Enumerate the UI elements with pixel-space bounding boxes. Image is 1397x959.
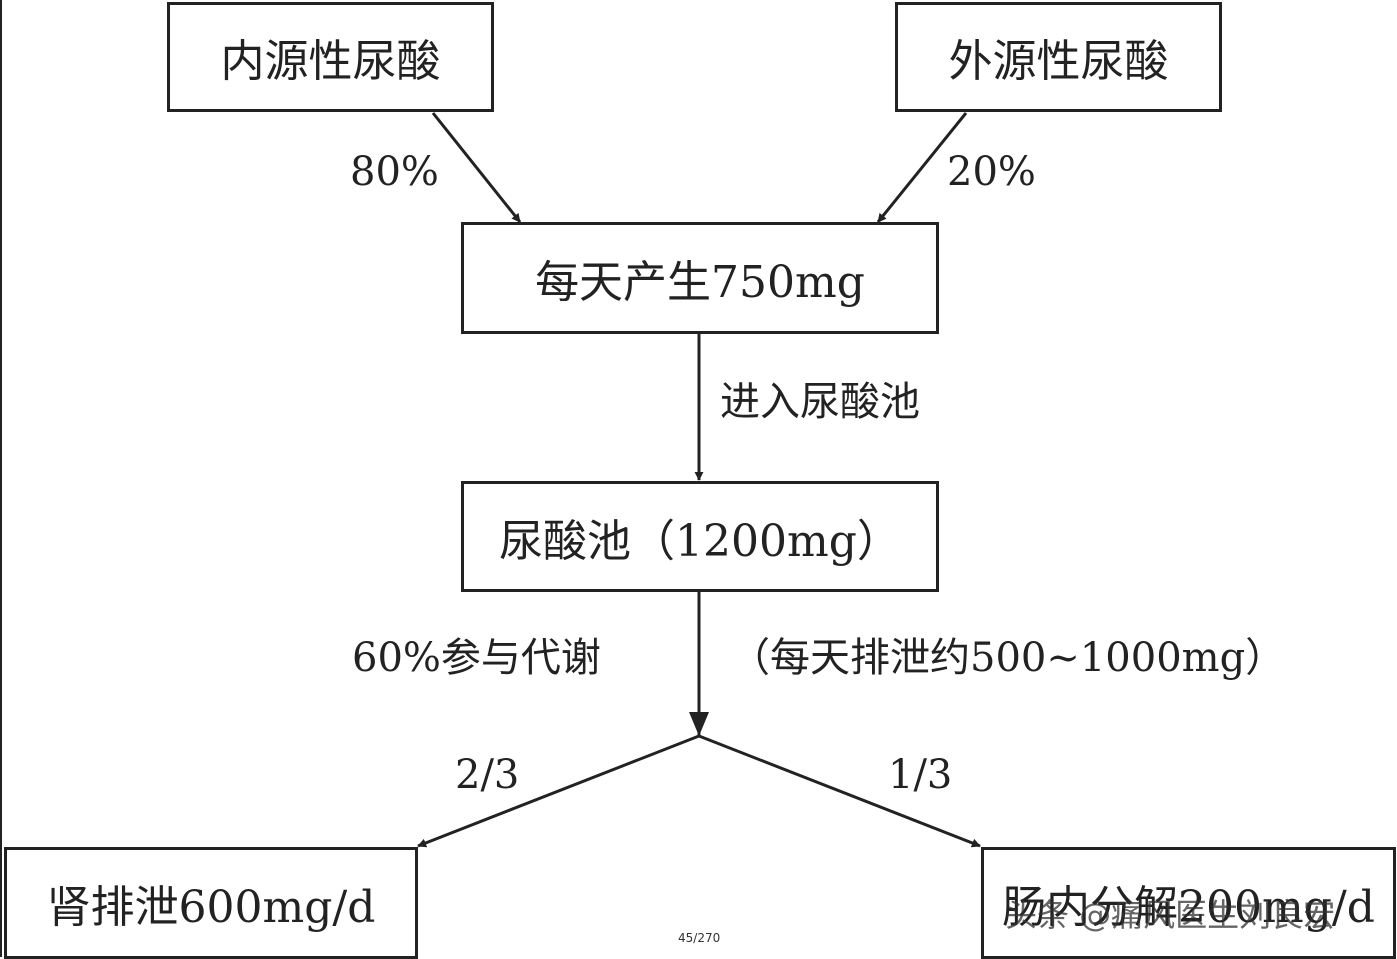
node-endogenous-uric-acid: 内源性尿酸 (167, 2, 494, 112)
label-intestine-fraction: 1/3 (888, 752, 953, 798)
node-daily-production: 每天产生750mg (461, 222, 939, 334)
page-number: 45/270 (678, 931, 721, 945)
arrow-exogenous-to-production (876, 112, 968, 223)
arrow-split-to-kidney (417, 734, 700, 848)
node-endogenous-label: 内源性尿酸 (220, 36, 441, 87)
arrow-split-to-intestine (698, 734, 981, 848)
watermark: 头条 @痛风医生刘良宏 (1005, 896, 1336, 934)
arrowhead-pool-to-split (689, 712, 709, 736)
label-daily-excretion: （每天排泄约500~1000mg） (730, 635, 1286, 681)
node-exogenous-label: 外源性尿酸 (948, 36, 1169, 87)
label-metabolism: 60%参与代谢 (352, 635, 601, 681)
left-border-line (0, 0, 2, 957)
label-exogenous-share: 20% (947, 149, 1036, 195)
node-exogenous-uric-acid: 外源性尿酸 (895, 2, 1222, 112)
label-endogenous-share: 80% (350, 149, 439, 195)
node-kidney-excretion: 肾排泄600mg/d (4, 847, 418, 959)
node-intestine-label: 肠内分解200mg/d (1002, 882, 1375, 933)
node-pool-label: 尿酸池（1200mg） (499, 515, 901, 567)
node-daily-production-label: 每天产生750mg (535, 257, 865, 308)
label-kidney-fraction: 2/3 (455, 752, 520, 798)
arrow-endogenous-to-production (431, 112, 522, 223)
label-enter-pool: 进入尿酸池 (720, 379, 920, 425)
node-intestine-breakdown: 肠内分解200mg/d (981, 847, 1396, 959)
node-uric-acid-pool: 尿酸池（1200mg） (461, 481, 939, 592)
node-kidney-label: 肾排泄600mg/d (46, 882, 376, 933)
